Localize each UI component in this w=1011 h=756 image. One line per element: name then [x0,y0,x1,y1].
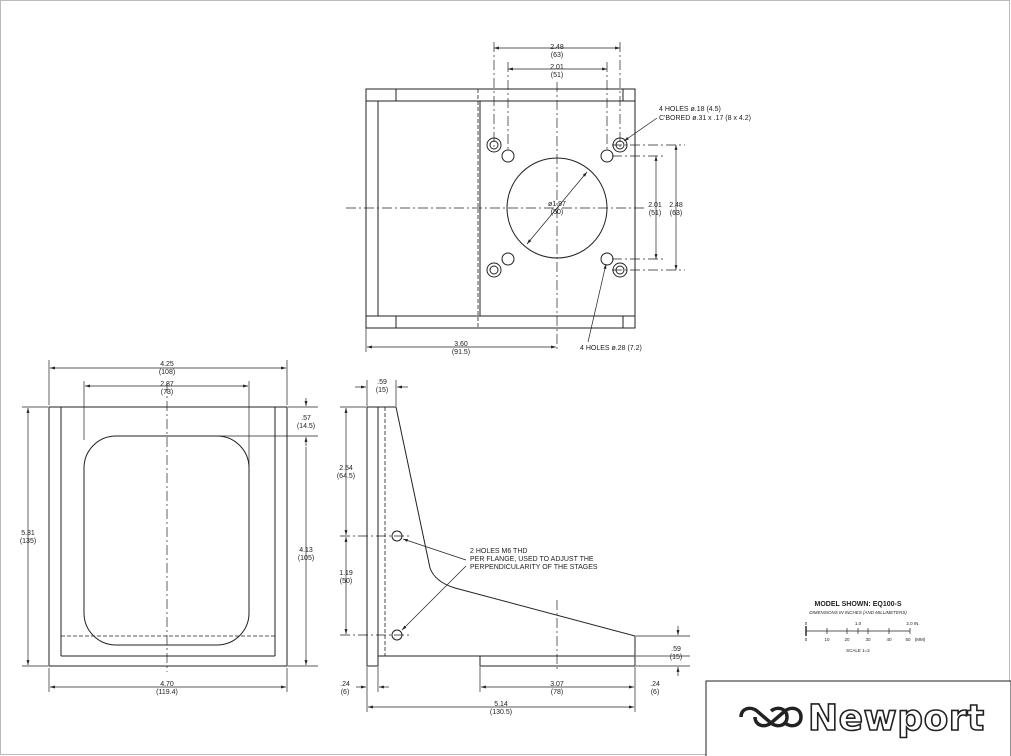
front-view-outline [48,406,288,667]
dim-201v-in: 2.01 [648,202,662,209]
note-cbore-1: 4 HOLES ø.18 (4.5) [659,106,721,113]
dim-413-mm: (105) [298,555,314,562]
dim-470-in: 4.70 [160,681,174,688]
center-bore [506,157,608,259]
dim-59w-in: .59 [377,379,387,386]
note-m6-3: PERPENDICULARITY OF THE STAGES [470,564,598,571]
dim-59h-in: .59 [671,646,681,653]
dim-201v-mm: (51) [649,210,661,217]
dim-59w-mm: (15) [376,387,388,394]
dim-287-in: 2.87 [160,381,174,388]
dim-59h-mm: (15) [670,654,682,661]
dim-360-mm: (91.5) [452,349,470,356]
note-m6-2: PER FLANGE, USED TO ADJUST THE [470,556,594,563]
dim-425-mm: (108) [159,369,175,376]
note-m6-1: 2 HOLES M6 THD [470,548,527,555]
dim-201-mm: (51) [551,72,563,79]
note-holes28: 4 HOLES ø.28 (7.2) [580,345,642,352]
dim-57-in: .57 [301,415,311,422]
mm-tick-0: 0 [805,637,808,642]
newport-logo-icon [739,706,803,728]
front-view: 4.25 (108) 2.87 (73) 5.31 (135) .57 (14.… [20,360,318,696]
dim-413-in: 4.13 [299,547,313,554]
side-view: 2 HOLES M6 THD PER FLANGE, USED TO ADJUS… [337,379,690,716]
dim-24h-mm: (6) [651,689,660,696]
note-cbore-2: C'BORED ø.31 x .17 (8 x 4.2) [659,115,751,122]
mm-tick-2: 20 [844,637,850,642]
side-view-outline [366,406,636,667]
dim-248v-mm: (63) [670,210,682,217]
dim-248-in: 2.48 [550,44,564,51]
dim-254-in: 2.54 [339,465,353,472]
title-block: Newport [705,680,1011,756]
units-label: DIMENSIONS IN INCHES (AND MILLIMETERS) [809,610,907,615]
dim-307-in: 3.07 [550,681,564,688]
dim-119-mm: (50) [340,578,352,585]
in-tick-2: 2.0 IN. [906,621,919,626]
mm-tick-3: 30 [865,637,871,642]
dim-514-mm: (130.5) [490,709,512,716]
dim-531-in: 5.31 [21,530,35,537]
mm-tick-5: 50 [905,637,911,642]
model-label: MODEL SHOWN: EQ100-S [815,601,902,608]
mm-tick-unit: (MM) [915,637,926,642]
dim-307-mm: (78) [551,689,563,696]
dim-254-mm: (64.5) [337,473,355,480]
dim-24w-mm: (6) [341,689,350,696]
in-tick-0: 0 [805,621,808,626]
top-view: ø1.97 (50) 2.48 (63) 2.01 (51) 2.01 ( [346,42,751,356]
in-tick-1: 1.0 [855,621,862,626]
dim-24w-in: .24 [340,681,350,688]
dim-287-mm: (73) [161,389,173,396]
dim-119-in: 1.19 [339,570,353,577]
mm-tick-4: 40 [886,637,892,642]
dia-in: ø1.97 [548,201,566,208]
dim-248v-in: 2.48 [669,202,683,209]
dim-201-in: 2.01 [550,64,564,71]
top-view-outline [365,88,636,329]
dim-24h-in: .24 [650,681,660,688]
scale-label: SCALE 1=2 [846,648,870,653]
newport-wordmark: Newport [808,698,985,739]
front-window [83,435,250,646]
dia-mm: (50) [551,209,563,216]
mm-tick-1: 10 [824,637,830,642]
dim-514-in: 5.14 [494,701,508,708]
dim-425-in: 4.25 [160,361,174,368]
dim-360-in: 3.60 [454,341,468,348]
dim-57-mm: (14.5) [297,423,315,430]
dim-470-mm: (119.4) [156,689,178,696]
dim-531-mm: (135) [20,538,36,545]
dim-248-mm: (63) [551,52,563,59]
legend: MODEL SHOWN: EQ100-S DIMENSIONS IN INCHE… [805,601,926,653]
